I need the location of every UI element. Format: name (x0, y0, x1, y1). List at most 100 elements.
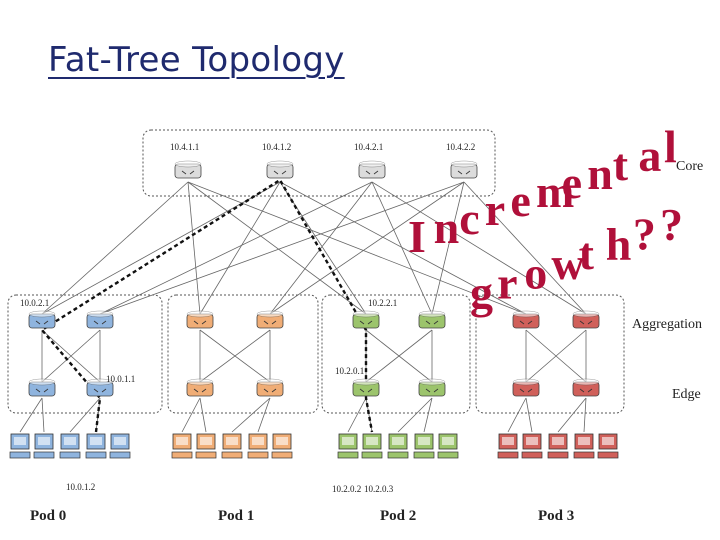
edge-host-link (397, 397, 433, 433)
core-group-box (142, 129, 496, 197)
host-0-2-keyboard (59, 451, 81, 459)
slide-title: Fat-Tree Topology (48, 40, 345, 80)
core-agg-link (269, 181, 465, 315)
annotation-line2-char-4: t (579, 228, 595, 279)
agg-switch-2-1-top (418, 310, 446, 318)
host-1-2-keyboard (221, 451, 243, 459)
annotation-line1-char-2: c (459, 193, 479, 244)
host-0-2 (59, 433, 81, 459)
core-agg-link (371, 181, 587, 315)
core-switch-2-top (358, 160, 386, 168)
core-agg-link (371, 181, 433, 315)
core-switch-1-top (266, 160, 294, 168)
edge-switch-2-0-top (352, 378, 380, 386)
annotation-line1-char-10: l (664, 121, 677, 172)
edge-host-link (69, 397, 101, 433)
core-switch-2-arrows (365, 170, 379, 175)
agg-switch-2-1 (418, 310, 446, 329)
edge-switch-0-0-top (28, 378, 56, 386)
annotation-line1-char-0: I (408, 211, 426, 262)
host-2-4-keyboard (437, 451, 459, 459)
core-switch-3 (450, 160, 478, 179)
pod0-host-address-label: 10.0.1.2 (66, 482, 95, 492)
edge-switch-1-0-top (186, 378, 214, 386)
host-3-4 (597, 433, 619, 459)
host-1-1 (195, 433, 217, 459)
host-0-0 (9, 433, 31, 459)
pod-label-0: Pod 0 (30, 508, 66, 524)
host-2-1 (361, 433, 383, 459)
host-0-4-keyboard (109, 451, 131, 459)
edge-switch-2-0 (352, 378, 380, 397)
host-0-3-keyboard (85, 451, 107, 459)
pod0-edge-address-label: 10.0.1.1 (106, 374, 135, 384)
edge-switch-1-1-top (256, 378, 284, 386)
host-1-2 (221, 433, 243, 459)
host-0-4 (109, 433, 131, 459)
host-1-3-screen (252, 437, 264, 445)
edge-host-link (199, 397, 207, 433)
host-2-0 (337, 433, 359, 459)
agg-switch-3-1 (572, 310, 600, 329)
core-agg-link (199, 181, 281, 315)
host-2-0-screen (342, 437, 354, 445)
annotation-line1-char-6: e (562, 157, 582, 208)
core-agg-link (99, 181, 465, 315)
pod2-host-address-label-1: 10.2.0.2 (332, 484, 361, 494)
core-address-label-3: 10.4.2.2 (446, 142, 475, 152)
core-agg-link (187, 181, 201, 315)
annotation-line1-char-4: e (510, 175, 530, 226)
edge-host-link (41, 397, 45, 433)
host-1-0-keyboard (171, 451, 193, 459)
host-3-3-screen (578, 437, 590, 445)
host-0-4-screen (114, 437, 126, 445)
edge-host-link (347, 397, 367, 433)
agg-switch-2-1-arrows (425, 320, 439, 325)
host-2-2-screen (392, 437, 404, 445)
core-switch-1-arrows (273, 170, 287, 175)
edge-switch-1-0 (186, 378, 214, 397)
tier-label-aggregation: Aggregation (632, 317, 702, 332)
edge-switch-2-1-arrows (425, 388, 439, 393)
edge-host-link (231, 397, 271, 433)
pod-group-box-2 (321, 294, 471, 414)
host-2-2 (387, 433, 409, 459)
agg-switch-3-1-top (572, 310, 600, 318)
host-3-0 (497, 433, 519, 459)
annotation-line1-char-9: a (638, 130, 661, 181)
host-3-3 (573, 433, 595, 459)
host-1-0 (171, 433, 193, 459)
host-1-1-keyboard (195, 451, 217, 459)
host-0-1-keyboard (33, 451, 55, 459)
pod-group-box-3 (475, 294, 625, 414)
agg-switch-2-0-arrows (359, 320, 373, 325)
host-2-4-screen (442, 437, 454, 445)
annotation-line1-char-3: r (485, 184, 505, 235)
core-switch-1 (266, 160, 294, 179)
host-0-0-keyboard (9, 451, 31, 459)
host-0-3-screen (90, 437, 102, 445)
core-address-label-1: 10.4.1.2 (262, 142, 291, 152)
edge-switch-2-1-top (418, 378, 446, 386)
edge-switch-0-1-top (86, 378, 114, 386)
edge-switch-0-0-arrows (35, 388, 49, 393)
core-agg-link (41, 181, 281, 315)
host-2-0-keyboard (337, 451, 359, 459)
agg-switch-1-0-arrows (193, 320, 207, 325)
core-agg-link (187, 181, 367, 315)
highlighted-route (40, 178, 374, 433)
edge-host-link (19, 397, 43, 433)
pod2-edge-address-label: 10.2.0.1 (335, 366, 364, 376)
core-address-label-0: 10.4.1.1 (170, 142, 199, 152)
core-agg-link (41, 181, 189, 315)
core-agg-link (279, 181, 367, 315)
edge-host-link (257, 397, 271, 433)
core-agg-link (279, 181, 527, 315)
host-1-1-screen (200, 437, 212, 445)
host-3-3-keyboard (573, 451, 595, 459)
edge-switch-2-1 (418, 378, 446, 397)
host-2-3-screen (418, 437, 430, 445)
host-2-1-screen (366, 437, 378, 445)
host-3-1-screen (526, 437, 538, 445)
